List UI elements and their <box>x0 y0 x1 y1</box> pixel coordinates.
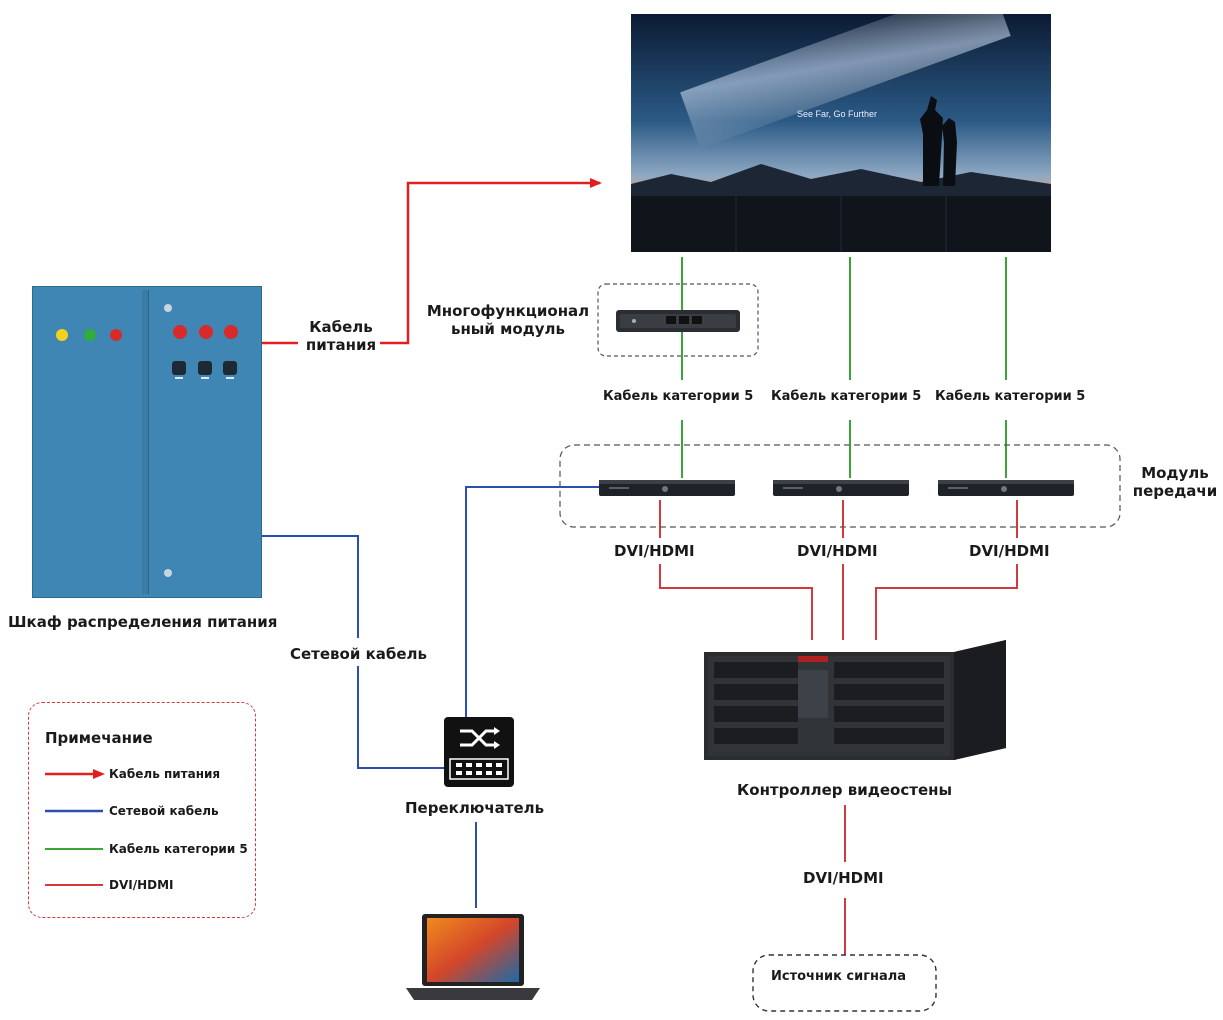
dvi-label-4: DVI/HDMI <box>803 869 884 887</box>
dvi-label-2: DVI/HDMI <box>797 542 878 560</box>
video-wall-screen: See Far, Go Further <box>631 0 1051 252</box>
cabinet-label: Шкаф распределения питания <box>8 613 278 631</box>
power-cable-line-2 <box>380 178 602 345</box>
video-wall-image: See Far, Go Further <box>631 0 1051 252</box>
legend-power-label: Кабель питания <box>109 767 221 781</box>
dvi-line-1 <box>659 500 813 640</box>
network-switch-device <box>444 717 514 787</box>
video-wall-controller-device <box>704 640 1006 762</box>
cat5-label-2: Кабель категории 5 <box>771 389 922 404</box>
multifunction-module-device <box>616 306 740 336</box>
legend-power-swatch <box>45 769 105 779</box>
legend-item-network: Сетевой кабель <box>45 801 219 821</box>
legend-network-label: Сетевой кабель <box>109 804 219 818</box>
power-cabinet <box>31 285 263 599</box>
screen-tagline: See Far, Go Further <box>797 109 877 119</box>
legend-dvi-swatch <box>45 884 103 886</box>
legend-network-swatch <box>45 809 103 813</box>
legend-title: Примечание <box>45 729 153 747</box>
transmitter-1 <box>599 477 735 499</box>
legend-cat5-label: Кабель категории 5 <box>109 842 248 856</box>
legend: Примечание Кабель питания Сетевой кабель… <box>28 702 256 918</box>
transmitter-2 <box>773 477 909 499</box>
power-cable-label: Кабель питания <box>305 318 377 354</box>
legend-cat5-swatch <box>45 848 103 850</box>
network-line-cabinet <box>262 535 446 769</box>
legend-item-cat5: Кабель категории 5 <box>45 839 248 859</box>
legend-item-power: Кабель питания <box>45 764 220 784</box>
transmission-module-frame <box>559 444 1121 528</box>
controller-label: Контроллер видеостены <box>737 781 953 799</box>
legend-dvi-label: DVI/HDMI <box>109 878 174 892</box>
network-line-tx <box>465 486 600 718</box>
multifunction-module-label: Многофункционал ьный модуль <box>426 302 590 338</box>
transmitter-3 <box>938 477 1074 499</box>
dvi-label-1: DVI/HDMI <box>614 542 695 560</box>
cat5-label-3: Кабель категории 5 <box>935 389 1086 404</box>
dvi-line-3 <box>875 500 1018 640</box>
transmission-module-label: Модуль передачи <box>1132 464 1218 500</box>
dvi-label-3: DVI/HDMI <box>969 542 1050 560</box>
cat5-label-1: Кабель категории 5 <box>603 389 754 404</box>
switch-label: Переключатель <box>405 799 545 817</box>
legend-item-dvi: DVI/HDMI <box>45 875 174 895</box>
signal-source-frame <box>752 954 937 1012</box>
multifunction-module-frame <box>597 283 759 357</box>
laptop-device <box>402 908 544 1004</box>
power-cabinet-image <box>31 285 263 599</box>
network-cable-label: Сетевой кабель <box>290 645 427 663</box>
signal-source-label: Источник сигнала <box>771 969 907 984</box>
